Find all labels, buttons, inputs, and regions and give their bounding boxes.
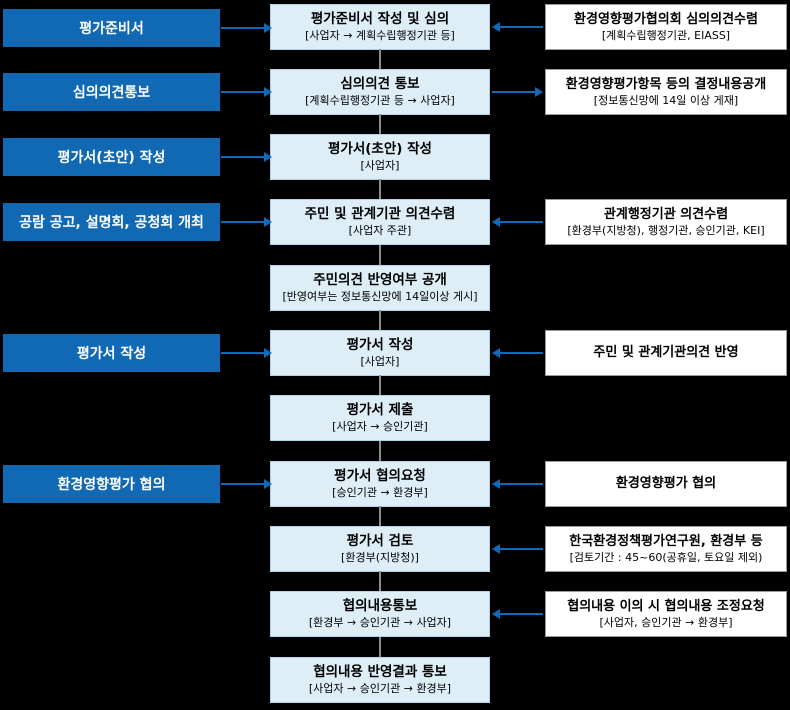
process-title: 평가준비서 작성 및 심의 [310, 11, 450, 28]
info-box: 한국환경정책평가연구원, 환경부 등 [검토기간 : 45~60(공휴일, 토요… [545, 526, 787, 572]
arrow-right-icon [221, 348, 272, 358]
stage-box-report-writing: 평가서 작성 [3, 334, 220, 372]
process-box: 평가서 작성 [사업자] [270, 330, 490, 376]
arrow-left-icon [492, 479, 543, 489]
process-box: 평가서(초안) 작성 [사업자] [270, 134, 490, 180]
arrow-left-icon [492, 544, 543, 554]
stage-box-draft-report: 평가서(초안) 작성 [3, 138, 220, 176]
info-box: 환경영향평가항목 등의 결정내용공개 [정보통신망에 14일 이상 게재] [545, 69, 787, 115]
connector-line [379, 179, 381, 199]
stage-box-eia-consultation: 환경영향평가 협의 [3, 465, 220, 503]
arrow-left-icon [492, 217, 543, 227]
process-box: 주민의견 반영여부 공개 [반영여부는 정보통신망에 14일이상 게시] [270, 265, 490, 311]
process-box: 주민 및 관계기관 의견수렴 [사업자 주관] [270, 199, 490, 245]
process-box: 평가준비서 작성 및 심의 [사업자 → 계획수립행정기관 등] [270, 4, 490, 50]
process-title: 평가서 협의요청 [334, 468, 426, 485]
stage-box-review-notice: 심의의견통보 [3, 73, 220, 111]
process-subtitle: [승인기관 → 환경부] [332, 486, 428, 500]
info-title: 협의내용 이의 시 협의내용 조정요청 [567, 598, 765, 614]
arrow-right-icon [221, 87, 272, 97]
connector-line [379, 245, 381, 265]
arrow-right-icon [221, 217, 272, 227]
process-title: 평가서 작성 [346, 337, 414, 354]
process-subtitle: [사업자] [360, 159, 400, 173]
arrow-right-icon [492, 87, 543, 97]
info-title: 환경영향평가항목 등의 결정내용공개 [565, 76, 767, 92]
connector-line [379, 375, 381, 395]
process-box: 평가서 협의요청 [승인기관 → 환경부] [270, 461, 490, 507]
process-subtitle: [환경부(지방청)] [341, 551, 419, 565]
connector-line [379, 114, 381, 134]
process-title: 주민 및 관계기관 의견수렴 [304, 206, 456, 223]
stage-box-evaluation-prep: 평가준비서 [3, 9, 220, 47]
arrow-left-icon [492, 22, 543, 32]
info-title: 관계행정기관 의견수렴 [603, 206, 729, 222]
process-title: 협의내용 반영결과 통보 [313, 664, 447, 681]
process-box: 협의내용통보 [환경부 → 승인기관 → 사업자] [270, 591, 490, 637]
info-subtitle: [정보통신망에 14일 이상 게재] [593, 94, 739, 108]
info-box: 주민 및 관계기관의견 반영 [545, 330, 787, 376]
info-subtitle: [환경부(지방청), 행정기관, 승인기관, KEI] [567, 224, 765, 238]
process-subtitle: [사업자 주관] [348, 224, 412, 238]
connector-line [379, 441, 381, 461]
info-box: 환경영향평가협의회 심의의견수렴 [계획수립행정기관, EIASS] [545, 4, 787, 50]
process-title: 평가서 검토 [346, 533, 414, 550]
stage-box-public-hearing: 공람 공고, 설명회, 공청회 개최 [3, 203, 220, 241]
process-title: 평가서(초안) 작성 [328, 141, 432, 158]
connector-line [379, 637, 381, 657]
process-title: 평가서 제출 [346, 402, 414, 419]
arrow-right-icon [221, 479, 272, 489]
info-box: 관계행정기관 의견수렴 [환경부(지방청), 행정기관, 승인기관, KEI] [545, 199, 787, 245]
process-subtitle: [사업자 → 승인기관 → 환경부] [308, 682, 452, 696]
info-subtitle: [검토기간 : 45~60(공휴일, 토요일 제외) [569, 551, 763, 565]
process-subtitle: [사업자 → 계획수립행정기관 등] [305, 29, 455, 43]
connector-line [379, 571, 381, 591]
info-box: 협의내용 이의 시 협의내용 조정요청 [사업자, 승인기관 → 환경부] [545, 591, 787, 637]
process-title: 주민의견 반영여부 공개 [313, 272, 447, 289]
connector-line [379, 49, 381, 69]
arrow-left-icon [492, 348, 543, 358]
info-title: 한국환경정책평가연구원, 환경부 등 [569, 533, 763, 549]
arrow-right-icon [221, 152, 272, 162]
process-box: 평가서 제출 [사업자 → 승인기관] [270, 395, 490, 441]
process-title: 심의의견 통보 [340, 76, 420, 93]
info-title: 환경영향평가협의회 심의의견수렴 [574, 11, 758, 27]
process-subtitle: [사업자] [360, 355, 400, 369]
info-title: 환경영향평가 협의 [615, 475, 717, 491]
info-box: 환경영향평가 협의 [545, 461, 787, 507]
arrow-right-icon [221, 23, 272, 33]
info-subtitle: [사업자, 승인기관 → 환경부] [599, 616, 733, 630]
info-title: 주민 및 관계기관의견 반영 [593, 344, 739, 360]
process-box: 평가서 검토 [환경부(지방청)] [270, 526, 490, 572]
arrow-left-icon [492, 609, 543, 619]
connector-line [379, 310, 381, 330]
process-subtitle: [반영여부는 정보통신망에 14일이상 게시] [282, 290, 478, 304]
process-box: 협의내용 반영결과 통보 [사업자 → 승인기관 → 환경부] [270, 657, 490, 703]
process-subtitle: [환경부 → 승인기관 → 사업자] [308, 616, 452, 630]
process-subtitle: [계획수립행정기관 등 → 사업자] [305, 94, 455, 108]
info-subtitle: [계획수립행정기관, EIASS] [601, 29, 731, 43]
process-subtitle: [사업자 → 승인기관] [332, 420, 428, 434]
process-title: 협의내용통보 [342, 598, 418, 615]
connector-line [379, 506, 381, 526]
process-box: 심의의견 통보 [계획수립행정기관 등 → 사업자] [270, 69, 490, 115]
